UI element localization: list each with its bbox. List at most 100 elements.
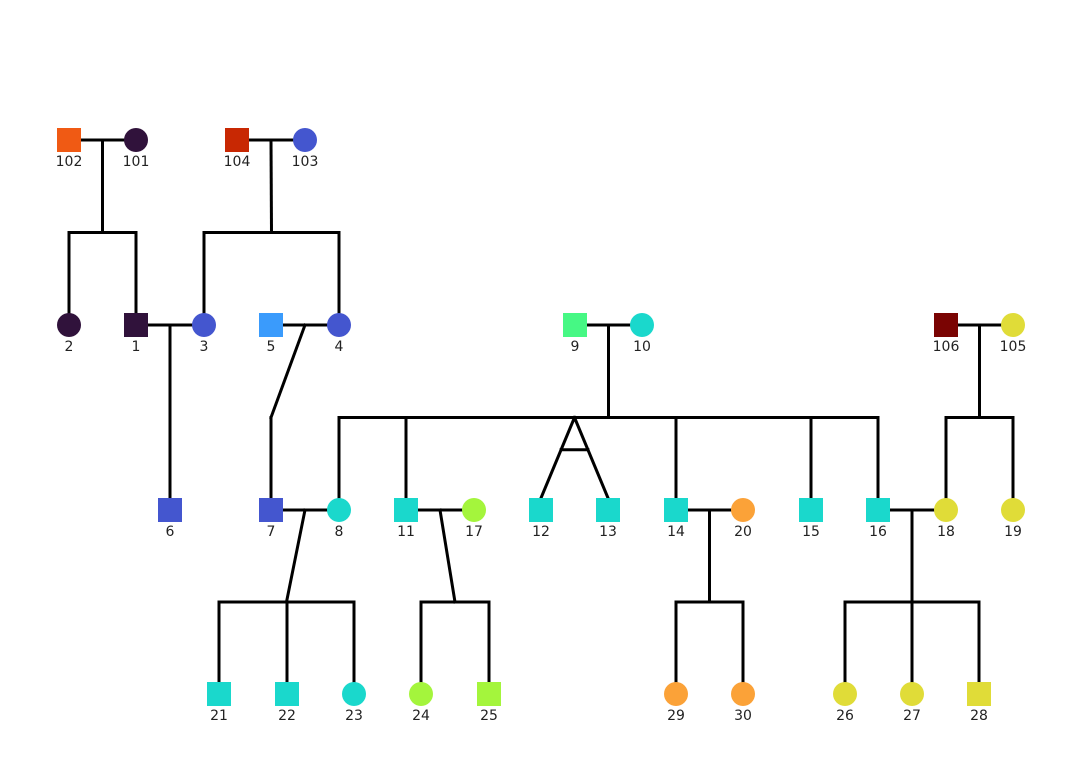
female-circle-symbol bbox=[409, 682, 433, 706]
individual-label: 7 bbox=[267, 524, 276, 540]
individual-2: 2 bbox=[57, 313, 81, 355]
individual-label: 10 bbox=[633, 339, 651, 355]
individual-6: 6 bbox=[158, 498, 182, 540]
female-circle-symbol bbox=[327, 313, 351, 337]
female-circle-symbol bbox=[124, 128, 148, 152]
female-circle-symbol bbox=[630, 313, 654, 337]
individual-24: 24 bbox=[409, 682, 433, 724]
female-circle-symbol bbox=[462, 498, 486, 522]
individual-21: 21 bbox=[207, 682, 231, 724]
individual-12: 12 bbox=[529, 498, 553, 540]
female-circle-symbol bbox=[900, 682, 924, 706]
individual-label: 105 bbox=[1000, 339, 1027, 355]
male-square-symbol bbox=[57, 128, 81, 152]
individual-13: 13 bbox=[596, 498, 620, 540]
individual-label: 5 bbox=[267, 339, 276, 355]
male-square-symbol bbox=[596, 498, 620, 522]
male-square-symbol bbox=[275, 682, 299, 706]
individual-104: 104 bbox=[224, 128, 251, 170]
female-circle-symbol bbox=[293, 128, 317, 152]
individual-17: 17 bbox=[462, 498, 486, 540]
descent-line bbox=[269, 323, 307, 420]
individual-label: 24 bbox=[412, 708, 430, 724]
individual-7: 7 bbox=[259, 498, 283, 540]
individual-1: 1 bbox=[124, 313, 148, 355]
individual-label: 16 bbox=[869, 524, 887, 540]
individual-18: 18 bbox=[934, 498, 958, 540]
female-circle-symbol bbox=[934, 498, 958, 522]
individual-label: 13 bbox=[599, 524, 617, 540]
individual-19: 19 bbox=[1001, 498, 1025, 540]
individual-11: 11 bbox=[394, 498, 418, 540]
female-circle-symbol bbox=[833, 682, 857, 706]
male-square-symbol bbox=[967, 682, 991, 706]
individual-label: 20 bbox=[734, 524, 752, 540]
individual-9: 9 bbox=[563, 313, 587, 355]
individual-label: 101 bbox=[123, 154, 150, 170]
individual-28: 28 bbox=[967, 682, 991, 724]
individual-label: 104 bbox=[224, 154, 251, 170]
individual-26: 26 bbox=[833, 682, 857, 724]
male-square-symbol bbox=[207, 682, 231, 706]
female-circle-symbol bbox=[327, 498, 351, 522]
individual-22: 22 bbox=[275, 682, 299, 724]
male-square-symbol bbox=[477, 682, 501, 706]
male-square-symbol bbox=[866, 498, 890, 522]
individual-label: 12 bbox=[532, 524, 550, 540]
male-square-symbol bbox=[934, 313, 958, 337]
individual-label: 15 bbox=[802, 524, 820, 540]
individual-106: 106 bbox=[933, 313, 960, 355]
individual-label: 2 bbox=[65, 339, 74, 355]
individual-101: 101 bbox=[123, 128, 150, 170]
male-square-symbol bbox=[124, 313, 148, 337]
individual-25: 25 bbox=[477, 682, 501, 724]
individual-label: 6 bbox=[166, 524, 175, 540]
descent-line bbox=[438, 508, 457, 604]
individual-label: 11 bbox=[397, 524, 415, 540]
individual-label: 8 bbox=[335, 524, 344, 540]
individual-29: 29 bbox=[664, 682, 688, 724]
male-square-symbol bbox=[799, 498, 823, 522]
descent-line bbox=[284, 508, 307, 604]
male-square-symbol bbox=[225, 128, 249, 152]
female-circle-symbol bbox=[664, 682, 688, 706]
female-circle-symbol bbox=[192, 313, 216, 337]
individual-label: 22 bbox=[278, 708, 296, 724]
individual-label: 19 bbox=[1004, 524, 1022, 540]
female-circle-symbol bbox=[731, 682, 755, 706]
individual-label: 17 bbox=[465, 524, 483, 540]
individual-15: 15 bbox=[799, 498, 823, 540]
individual-label: 18 bbox=[937, 524, 955, 540]
individual-label: 30 bbox=[734, 708, 752, 724]
male-square-symbol bbox=[158, 498, 182, 522]
individual-30: 30 bbox=[731, 682, 755, 724]
individual-label: 26 bbox=[836, 708, 854, 724]
individual-5: 5 bbox=[259, 313, 283, 355]
individual-102: 102 bbox=[56, 128, 82, 170]
individual-label: 3 bbox=[200, 339, 209, 355]
individual-label: 28 bbox=[970, 708, 988, 724]
individual-label: 14 bbox=[667, 524, 685, 540]
individual-105: 105 bbox=[1000, 313, 1027, 355]
female-circle-symbol bbox=[1001, 498, 1025, 522]
individual-103: 103 bbox=[292, 128, 318, 170]
individual-label: 25 bbox=[480, 708, 498, 724]
individual-4: 4 bbox=[327, 313, 351, 355]
individual-8: 8 bbox=[327, 498, 351, 540]
relationship-lines bbox=[67, 138, 1015, 684]
individual-label: 4 bbox=[335, 339, 344, 355]
male-square-symbol bbox=[259, 313, 283, 337]
individual-label: 9 bbox=[571, 339, 580, 355]
individual-3: 3 bbox=[192, 313, 216, 355]
individual-16: 16 bbox=[866, 498, 890, 540]
male-square-symbol bbox=[259, 498, 283, 522]
individual-label: 1 bbox=[132, 339, 141, 355]
male-square-symbol bbox=[394, 498, 418, 522]
individual-27: 27 bbox=[900, 682, 924, 724]
individual-label: 106 bbox=[933, 339, 960, 355]
twin-line bbox=[572, 415, 610, 500]
female-circle-symbol bbox=[342, 682, 366, 706]
individual-label: 21 bbox=[210, 708, 228, 724]
